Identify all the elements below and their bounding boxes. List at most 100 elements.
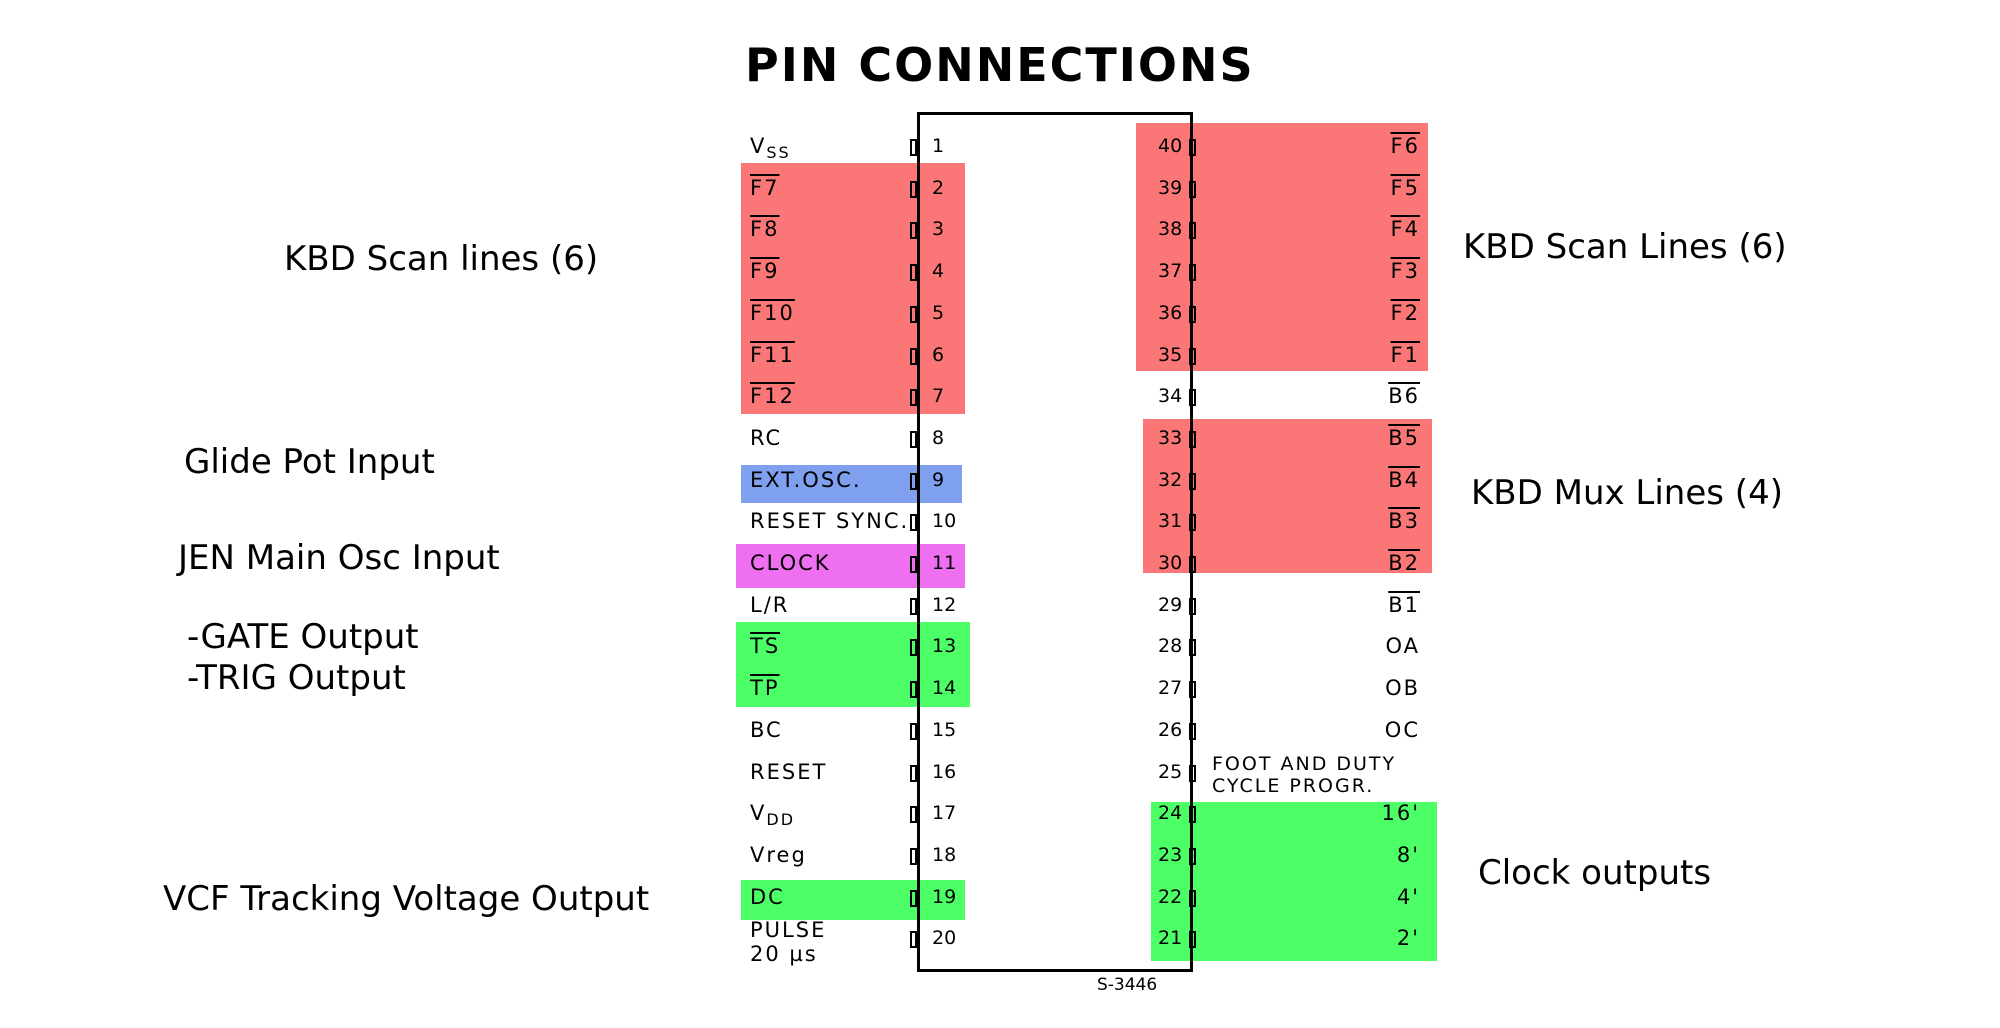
pin-number: 5 bbox=[932, 301, 945, 324]
pin-label: F8 bbox=[750, 219, 779, 240]
pin-label: F2 bbox=[1391, 302, 1420, 324]
pin-label-text: F11 bbox=[750, 342, 795, 367]
pin-label-text: CLOCK bbox=[750, 551, 831, 575]
pin-number: 40 bbox=[1158, 135, 1183, 157]
pin-notch bbox=[910, 722, 917, 740]
pin-label: OA bbox=[1385, 636, 1420, 657]
pin-number: 38 bbox=[1158, 218, 1183, 241]
pin-notch bbox=[1189, 556, 1196, 573]
pin-notch bbox=[910, 264, 917, 282]
pin-label: B6 bbox=[1388, 386, 1420, 407]
pin-label-text: B5 bbox=[1388, 425, 1420, 450]
pin-number: 31 bbox=[1158, 510, 1183, 533]
pin-label: 4' bbox=[1397, 886, 1420, 908]
highlight-dc bbox=[741, 880, 965, 920]
pin-label-text: V bbox=[750, 801, 767, 826]
pin-label: B3 bbox=[1388, 511, 1420, 532]
pin-number: 12 bbox=[932, 593, 957, 616]
pin-label-text: B2 bbox=[1388, 551, 1420, 575]
diagram-title: PIN CONNECTIONS bbox=[745, 38, 1255, 92]
pin-label: L/R bbox=[750, 594, 789, 616]
pin-notch bbox=[1189, 639, 1196, 657]
pin-label: DC bbox=[750, 884, 785, 909]
pin-label-text: B6 bbox=[1388, 384, 1420, 409]
annotation-clock-outputs: Clock outputs bbox=[1478, 853, 1712, 893]
pin-notch bbox=[910, 347, 917, 365]
pin-number: 8 bbox=[932, 426, 945, 449]
pin-label-text: V bbox=[750, 134, 767, 158]
pin-number: 14 bbox=[932, 677, 957, 700]
pin-label-text: OB bbox=[1385, 676, 1420, 701]
highlight-gate-trig bbox=[736, 622, 970, 707]
pin-notch bbox=[1189, 514, 1196, 532]
highlight-right-scan bbox=[1136, 123, 1428, 371]
pin-label-text: BC bbox=[750, 717, 783, 742]
pin-notch bbox=[910, 931, 917, 949]
pin-label: B5 bbox=[1388, 425, 1420, 450]
pin-number: 16 bbox=[932, 760, 957, 783]
pin-notch bbox=[1189, 347, 1196, 365]
pin-label: RC bbox=[750, 427, 782, 449]
pin-notch bbox=[1189, 889, 1196, 907]
pin-notch bbox=[1189, 430, 1196, 448]
pin-label: VDD bbox=[750, 803, 795, 828]
annotation-jen-osc: JEN Main Osc Input bbox=[178, 538, 500, 578]
pin-label: EXT.OSC. bbox=[750, 469, 862, 491]
pin-label: F1 bbox=[1391, 344, 1420, 366]
pin-label: 8' bbox=[1397, 844, 1420, 866]
pin-label: B2 bbox=[1388, 553, 1420, 574]
pin-number: 34 bbox=[1158, 385, 1183, 408]
pin-notch bbox=[1189, 389, 1196, 407]
pin-number: 19 bbox=[932, 885, 957, 908]
annotation-kbd-scan-left: KBD Scan lines (6) bbox=[284, 239, 599, 279]
pin-notch bbox=[910, 764, 917, 782]
pin-number: 29 bbox=[1158, 593, 1183, 616]
pin-label: F4 bbox=[1391, 219, 1420, 240]
pin-label: F11 bbox=[750, 342, 795, 367]
pin-number: 18 bbox=[932, 843, 957, 866]
pin-notch bbox=[910, 847, 917, 865]
pin-number: 7 bbox=[932, 385, 945, 408]
pin-label-text: TS bbox=[750, 634, 781, 659]
pin-label-text: F3 bbox=[1390, 259, 1420, 284]
annotation-trig: -TRIG Output bbox=[187, 658, 406, 698]
pin-notch bbox=[910, 806, 917, 824]
pin-notch bbox=[1189, 264, 1196, 282]
pin-number: 6 bbox=[932, 343, 945, 366]
pin-number: 32 bbox=[1158, 468, 1183, 491]
pin-notch bbox=[1189, 722, 1196, 740]
pin-notch bbox=[910, 681, 917, 699]
pin-label: F6 bbox=[1391, 136, 1420, 157]
pin-number: 21 bbox=[1158, 927, 1183, 950]
pin-label: F5 bbox=[1391, 177, 1420, 199]
pin-label: TP bbox=[750, 678, 780, 699]
pin-notch bbox=[910, 430, 917, 448]
pin-number: 26 bbox=[1158, 718, 1183, 741]
pin-label-text: OA bbox=[1385, 634, 1420, 659]
pin-label-text: RESET SYNC. bbox=[750, 509, 910, 534]
pin-label: 16' bbox=[1382, 803, 1421, 824]
ic-body bbox=[917, 112, 1193, 972]
annotation-gate: -GATE Output bbox=[187, 617, 419, 657]
pin-label-text: B3 bbox=[1388, 509, 1420, 534]
pin-number: 35 bbox=[1158, 343, 1183, 366]
pin-label: FOOT AND DUTY bbox=[1212, 752, 1397, 775]
pin-label-text: DC bbox=[750, 884, 785, 909]
pin-notch bbox=[910, 639, 917, 657]
pin-notch bbox=[910, 889, 917, 907]
pin-number: 20 bbox=[932, 927, 957, 950]
pin-number: 4 bbox=[932, 260, 945, 283]
pin-number: 39 bbox=[1158, 176, 1183, 199]
highlight-clock-outputs bbox=[1151, 802, 1437, 961]
pin-label: RESET SYNC. bbox=[750, 511, 909, 532]
pin-notch bbox=[910, 139, 917, 156]
highlight-clock bbox=[736, 544, 965, 588]
pin-notch bbox=[910, 180, 917, 198]
pin-number: 36 bbox=[1158, 301, 1183, 324]
pin-label-text: OC bbox=[1384, 717, 1420, 742]
pin-label: F12 bbox=[750, 386, 795, 407]
pin-label-text: F10 bbox=[750, 300, 795, 325]
pin-label-text: F9 bbox=[750, 259, 780, 284]
pin-label-text: F4 bbox=[1390, 217, 1420, 242]
pin-number: 22 bbox=[1158, 885, 1183, 908]
